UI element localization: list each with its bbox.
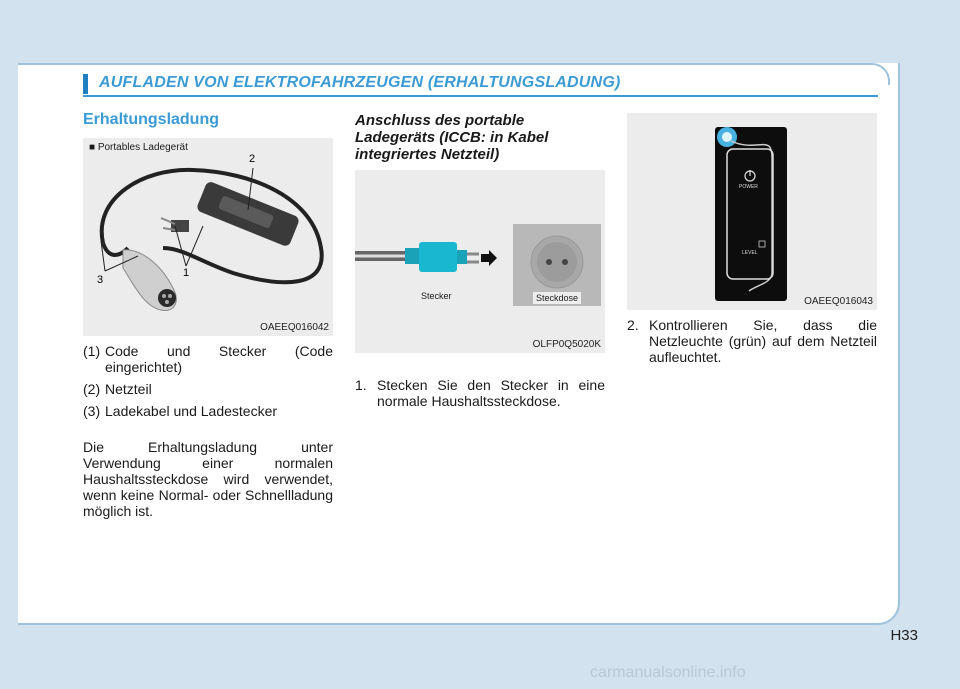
column-2-text: 1. Stecken Sie den Stecker in eine norma… xyxy=(355,377,605,415)
section-marker xyxy=(83,74,88,94)
plug-socket-illustration xyxy=(355,224,601,306)
heading-erhaltungsladung: Erhaltungsladung xyxy=(83,111,219,128)
figure-code: OAEEQ016042 xyxy=(260,322,329,333)
list-item: (2) Netzteil xyxy=(83,381,152,397)
figure-code: OLFP0Q5020K xyxy=(532,339,601,350)
watermark: carmanualsonline.info xyxy=(590,664,746,681)
callout-3: 3 xyxy=(97,274,103,286)
column-2: Anschluss des portable Ladegeräts (ICCB:… xyxy=(355,112,605,163)
power-unit-illustration xyxy=(717,127,774,292)
section-title: AUFLADEN VON ELEKTROFAHRZEUGEN (ERHALTUN… xyxy=(99,74,621,91)
callout-2: 2 xyxy=(249,153,255,165)
list-item: (1) Code und Stecker (Code eingerichtet) xyxy=(83,343,333,375)
callout-1: 1 xyxy=(183,267,189,279)
list-item: (3) Ladekabel und Ladestecker xyxy=(83,403,278,419)
figure-portable-charger: ■ Portables Ladegerät 2 1 3 OAEEQ016042 xyxy=(83,138,333,336)
figure-plug-socket: Stecker Steckdose OLFP0Q5020K xyxy=(355,170,605,353)
figure-power-indicator: POWER LEVEL OAEEQ016043 xyxy=(627,113,877,310)
label-stecker: Stecker xyxy=(421,291,452,301)
column-1: Erhaltungsladung xyxy=(83,112,333,128)
section-header: AUFLADEN VON ELEKTROFAHRZEUGEN (ERHALTUN… xyxy=(83,74,878,97)
figure-code: OAEEQ016043 xyxy=(804,296,873,307)
step-item: 1. Stecken Sie den Stecker in eine norma… xyxy=(355,377,605,409)
page-number: H33 xyxy=(890,627,918,644)
figure-legend: ■ Portables Ladegerät xyxy=(89,142,188,153)
power-label: POWER xyxy=(739,184,758,190)
label-steckdose: Steckdose xyxy=(533,292,582,304)
column-1-text: (1) Code und Stecker (Code eingerichtet)… xyxy=(83,343,333,519)
heading-anschluss: Anschluss des portable Ladegeräts (ICCB:… xyxy=(355,112,549,163)
column-3-text: 2. Kontrollieren Sie, dass die Netzleuch… xyxy=(627,317,877,371)
step-item: 2. Kontrollieren Sie, dass die Netzleuch… xyxy=(627,317,877,365)
charger-illustration: 2 1 3 xyxy=(97,153,324,312)
paragraph-erhaltungsladung: Die Erhaltungsladung unter Verwendung ei… xyxy=(83,439,333,519)
level-label: LEVEL xyxy=(742,250,758,256)
